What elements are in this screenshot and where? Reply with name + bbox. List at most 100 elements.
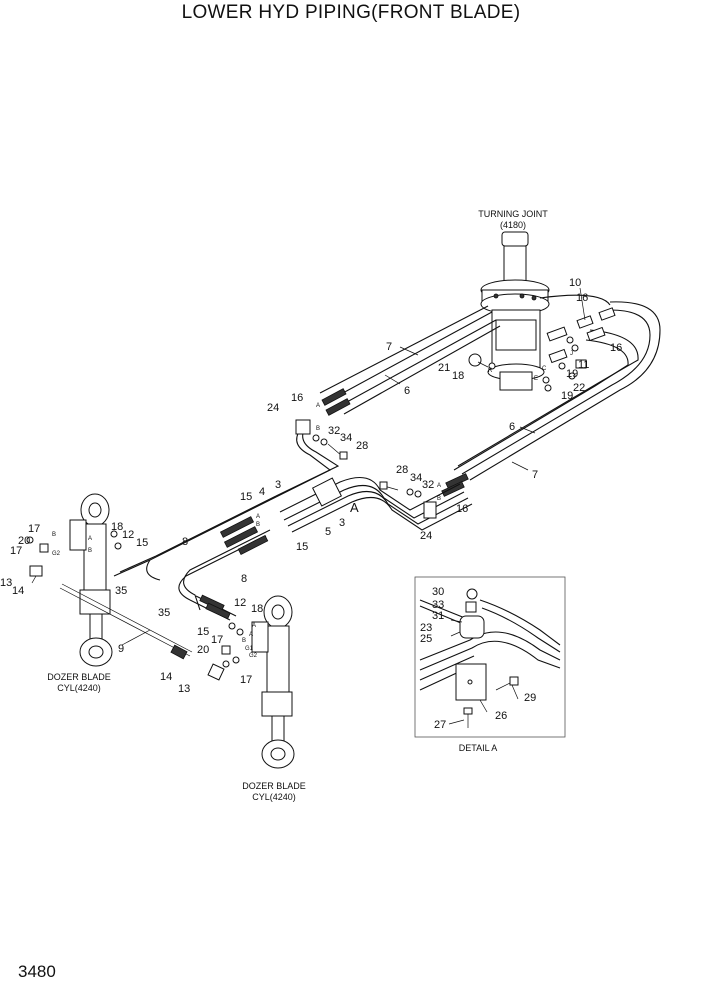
- dozer-left-caption: DOZER BLADE: [47, 672, 111, 682]
- port-g2: G2: [52, 551, 61, 557]
- dozer-right-code: CYL(4240): [252, 792, 296, 802]
- callout-6: 6: [404, 385, 410, 397]
- callout-24: 24: [267, 402, 279, 414]
- hose-group-upper: [319, 305, 501, 416]
- port-a: A: [316, 403, 320, 409]
- detail-a-frame: [414, 576, 566, 738]
- callout-26: 26: [495, 710, 507, 722]
- callout-21: 21: [438, 362, 450, 374]
- port-a: A: [88, 536, 92, 542]
- callout-16: 16: [456, 503, 468, 515]
- turning-joint: [480, 231, 550, 391]
- callout-labels: 10 16 16 11 19 22 19 21 18 7 6 24 16 32 …: [0, 277, 622, 731]
- callout-34: 34: [410, 472, 422, 484]
- bolt-parts: [312, 434, 422, 498]
- turning-joint-code: (4180): [500, 220, 526, 230]
- callout-35: 35: [158, 607, 170, 619]
- port-b: B: [242, 638, 246, 644]
- callout-17: 17: [211, 634, 223, 646]
- callout-6: 6: [509, 421, 515, 433]
- callout-18: 18: [251, 603, 263, 615]
- callout-7: 7: [386, 341, 392, 353]
- page-title: LOWER HYD PIPING(FRONT BLADE): [181, 2, 521, 23]
- callout-23: 23: [420, 622, 432, 634]
- section-marker-a: A: [350, 500, 359, 515]
- callout-18: 18: [452, 370, 464, 382]
- callout-15: 15: [296, 541, 308, 553]
- callout-8: 8: [182, 536, 188, 548]
- callout-30: 30: [432, 586, 444, 598]
- callout-28: 28: [396, 464, 408, 476]
- leader-lines: [31, 287, 586, 725]
- page-number: 3480: [18, 962, 56, 981]
- port-b: B: [437, 496, 441, 502]
- callout-14: 14: [12, 585, 24, 597]
- port-e: E: [534, 376, 538, 382]
- callout-12: 12: [234, 597, 246, 609]
- port-b: B: [88, 548, 92, 554]
- callout-3: 3: [275, 479, 281, 491]
- dozer-right-caption: DOZER BLADE: [242, 781, 306, 791]
- dozer-left-code: CYL(4240): [57, 683, 101, 693]
- turning-joint-fittings: [468, 307, 616, 392]
- port-b: B: [316, 426, 320, 432]
- callout-17: 17: [28, 523, 40, 535]
- callout-15: 15: [197, 626, 209, 638]
- dozer-cylinder-left: [26, 493, 193, 667]
- callout-19: 19: [566, 368, 578, 380]
- callout-11: 11: [578, 359, 589, 371]
- dozer-cylinder-right: [207, 595, 295, 769]
- callout-15: 15: [136, 537, 148, 549]
- callout-25: 25: [420, 633, 432, 645]
- port-labels: A B A B A B R E C J B A G2 B A G1 B G2 A: [52, 351, 573, 659]
- hose-group-right: [441, 294, 661, 497]
- callout-13: 13: [0, 577, 12, 589]
- callout-3: 3: [339, 517, 345, 529]
- callout-17: 17: [10, 545, 22, 557]
- callout-14: 14: [160, 671, 172, 683]
- port-c: C: [542, 366, 547, 372]
- callout-27: 27: [434, 719, 446, 731]
- callout-24: 24: [420, 530, 432, 542]
- callout-9: 9: [118, 643, 124, 655]
- port-b: B: [52, 532, 56, 538]
- callout-8: 8: [241, 573, 247, 585]
- callout-20: 20: [197, 644, 209, 656]
- callout-34: 34: [340, 432, 352, 444]
- callout-32: 32: [328, 425, 340, 437]
- callout-16: 16: [576, 292, 588, 304]
- callout-17: 17: [240, 674, 252, 686]
- callout-18: 18: [111, 521, 123, 533]
- callout-20: 20: [18, 535, 30, 547]
- callout-33: 33: [432, 599, 444, 611]
- callout-7: 7: [532, 469, 538, 481]
- callout-31: 31: [432, 610, 444, 622]
- callout-13: 13: [178, 683, 190, 695]
- port-a: A: [249, 632, 253, 638]
- port-g2: G2: [249, 653, 258, 659]
- callout-10: 10: [569, 277, 581, 289]
- port-g1: G1: [245, 646, 254, 652]
- detail-a-caption: DETAIL A: [459, 743, 498, 753]
- pipe-clamp: [295, 419, 437, 519]
- callout-15: 15: [240, 491, 252, 503]
- port-a: A: [252, 623, 256, 629]
- callout-5: 5: [325, 526, 331, 538]
- pipe-routing-main: [113, 425, 473, 621]
- callout-12: 12: [122, 529, 134, 541]
- callout-4: 4: [259, 486, 265, 498]
- port-r: R: [488, 368, 493, 374]
- callout-32: 32: [422, 479, 434, 491]
- callout-29: 29: [524, 692, 536, 704]
- callout-35: 35: [115, 585, 127, 597]
- port-a: A: [256, 514, 260, 520]
- callout-16: 16: [610, 342, 622, 354]
- turning-joint-caption: TURNING JOINT: [478, 209, 548, 219]
- port-b: B: [256, 522, 260, 528]
- callout-28: 28: [356, 440, 368, 452]
- port-a: A: [437, 483, 441, 489]
- callout-19: 19: [561, 390, 573, 402]
- callout-16: 16: [291, 392, 303, 404]
- port-j: J: [570, 351, 573, 357]
